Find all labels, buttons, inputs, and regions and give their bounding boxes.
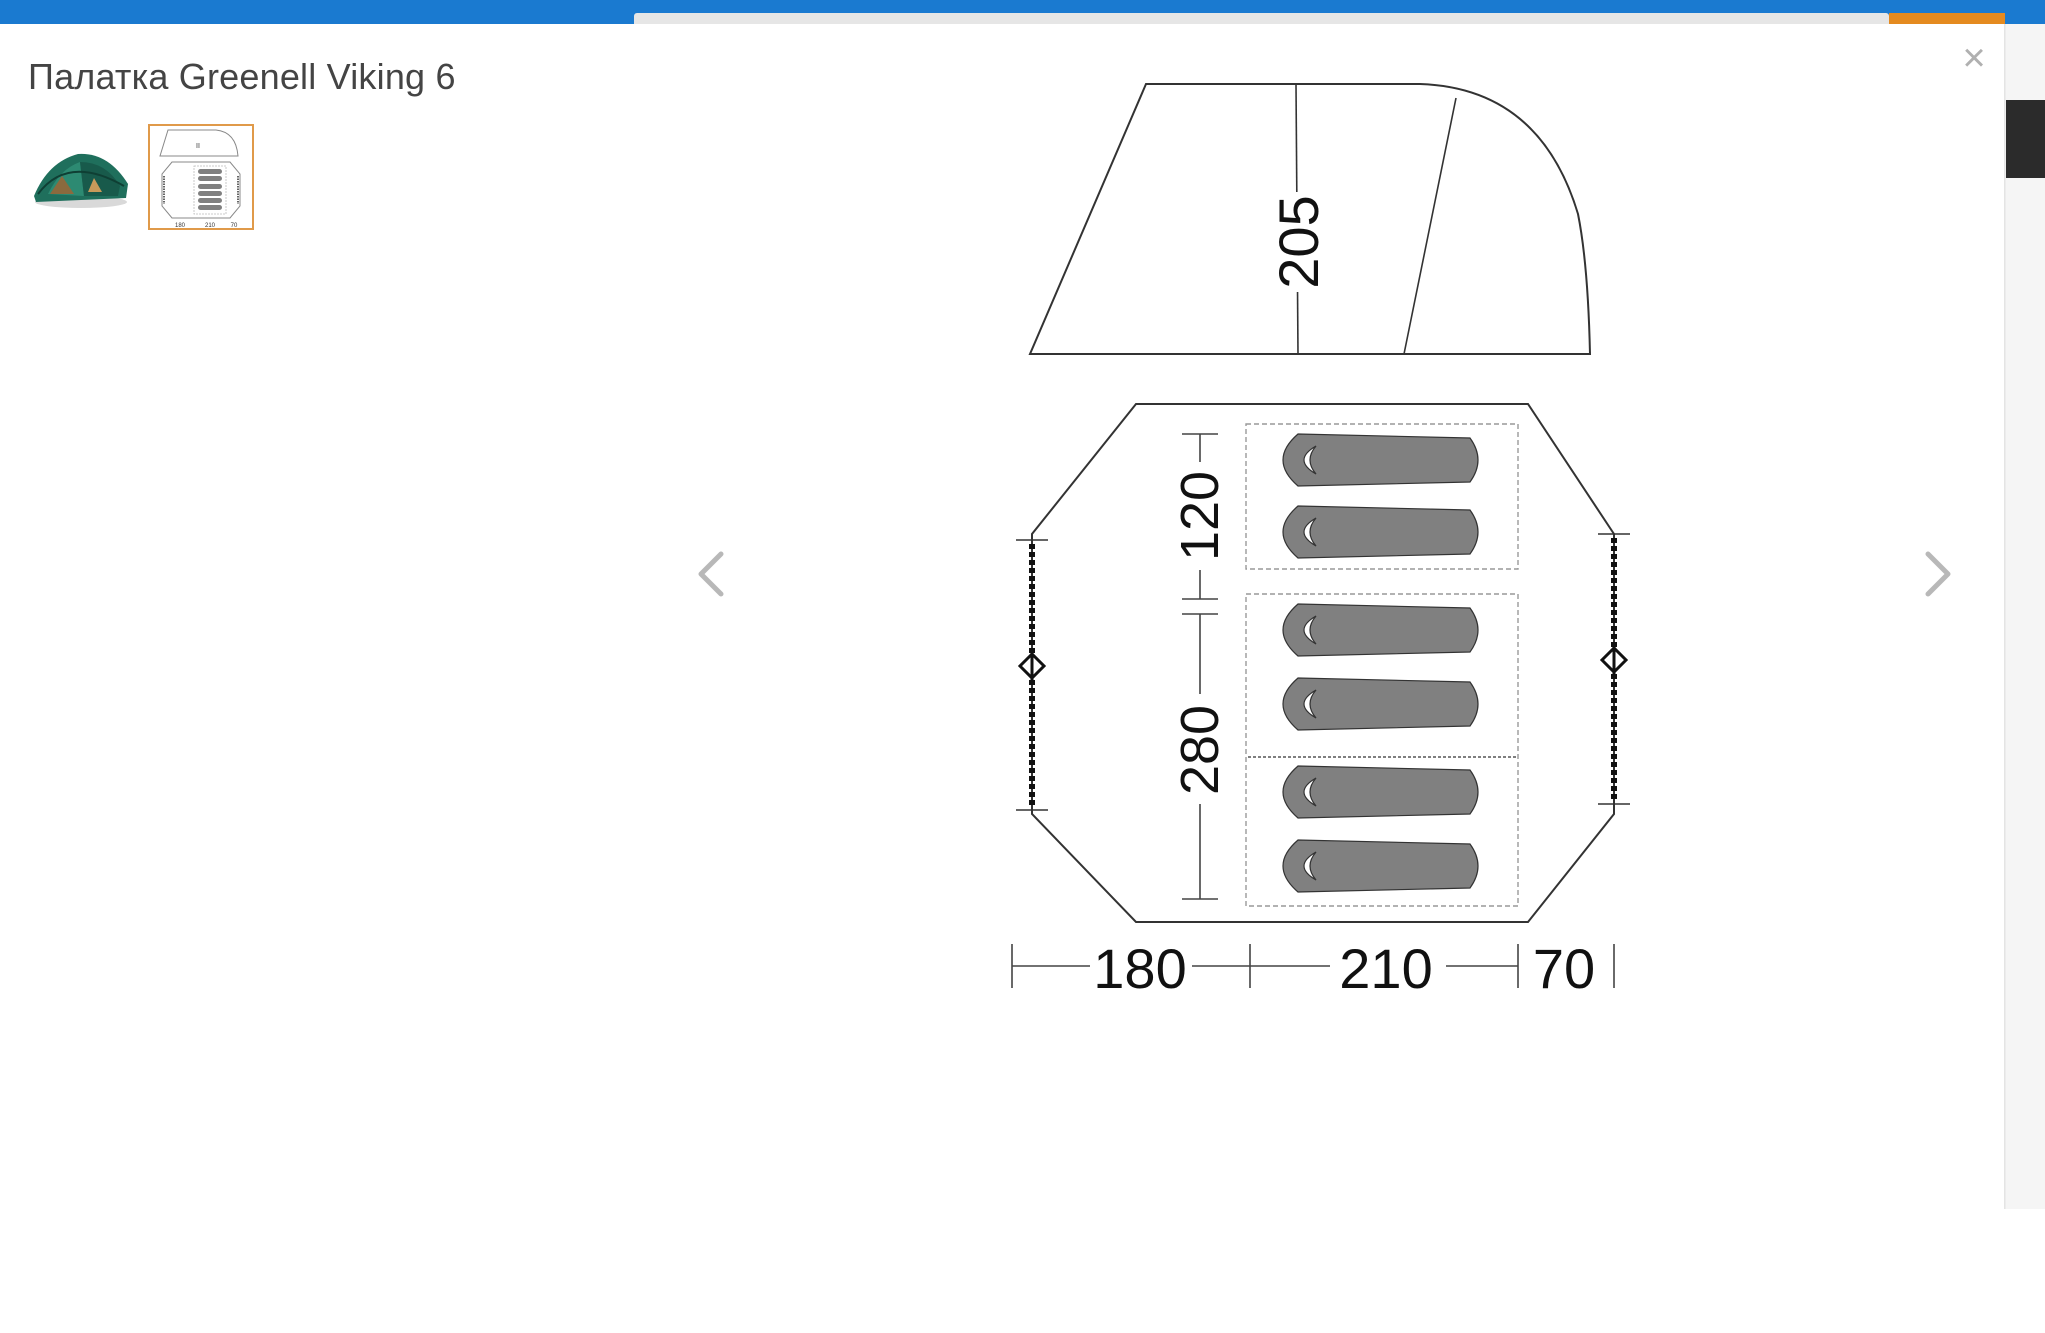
thumbnail-tent-photo[interactable] bbox=[28, 124, 134, 230]
image-gallery-modal: Палатка Greenell Viking 6 × II bbox=[0, 24, 2004, 1209]
modal-shadow bbox=[2003, 24, 2006, 1209]
previous-image-button[interactable] bbox=[683, 534, 743, 614]
height-dimension-label: 205 bbox=[1267, 195, 1330, 288]
page-dark-block bbox=[2005, 100, 2045, 178]
search-button-background bbox=[1889, 13, 2005, 24]
tent-floor-plan: 120 280 bbox=[1016, 403, 1630, 923]
chevron-left-icon bbox=[698, 551, 724, 597]
inner-width-label: 280 bbox=[1170, 705, 1230, 795]
length-dimensions: 180 210 70 bbox=[1011, 937, 1615, 1000]
page-background bbox=[2005, 24, 2045, 1209]
next-image-button[interactable] bbox=[1906, 534, 1966, 614]
inner-length-label: 210 bbox=[1339, 937, 1432, 1000]
front-vestibule-length-label: 180 bbox=[1093, 937, 1186, 1000]
close-button[interactable]: × bbox=[1962, 36, 1986, 80]
vestibule-width-label: 120 bbox=[1170, 471, 1230, 561]
rear-vestibule-length-label: 70 bbox=[1533, 937, 1595, 1000]
tent-diagram-thumbnail: II 180 210 70 bbox=[159, 129, 241, 229]
tent-photo-image bbox=[34, 153, 128, 208]
main-image-viewer: 205 120 280 bbox=[1000, 54, 1660, 1034]
tent-side-profile: 205 bbox=[1028, 83, 1592, 355]
thumbnail-tent-diagram[interactable]: II 180 210 70 bbox=[148, 124, 254, 230]
chevron-right-icon bbox=[1925, 551, 1951, 597]
search-bar-background bbox=[634, 13, 1889, 24]
svg-text:210: 210 bbox=[205, 223, 216, 228]
svg-text:180: 180 bbox=[175, 223, 186, 228]
svg-text:II: II bbox=[196, 143, 200, 150]
sleeping-bags bbox=[1282, 433, 1479, 893]
svg-text:70: 70 bbox=[231, 223, 238, 228]
modal-title: Палатка Greenell Viking 6 bbox=[28, 56, 456, 97]
tent-floor-plan-diagram: 205 120 280 bbox=[1011, 83, 1630, 1000]
